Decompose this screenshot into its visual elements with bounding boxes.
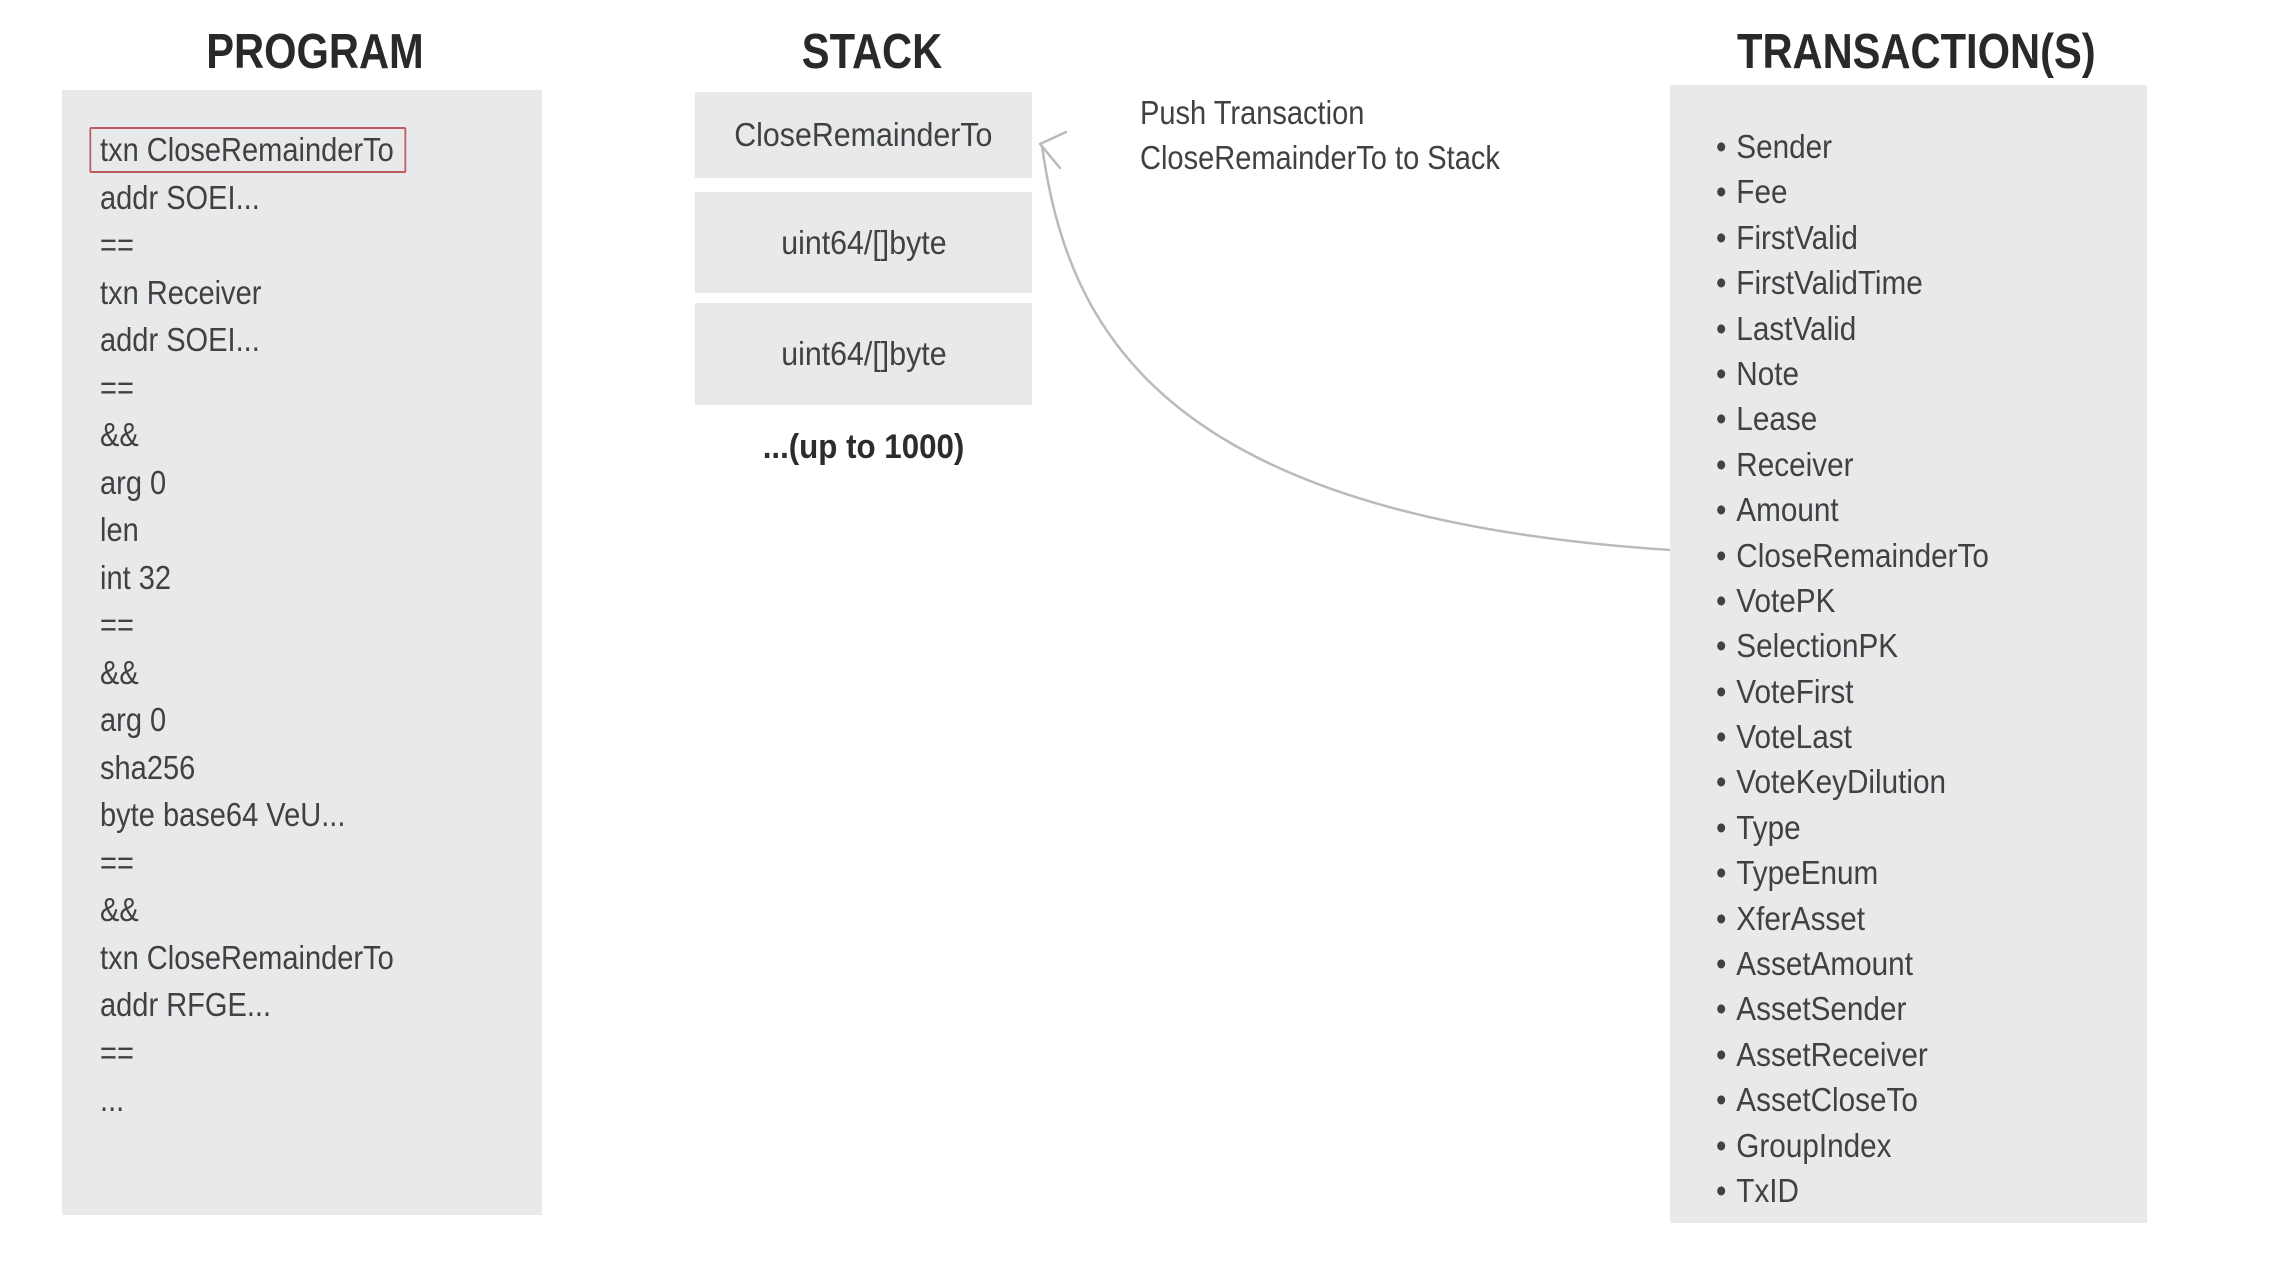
transaction-field-item: VoteKeyDilution (1716, 759, 2104, 804)
transaction-field-item: Sender (1716, 124, 2104, 169)
transaction-field-item: FirstValid (1716, 215, 2104, 260)
program-line-text: addr RFGE... (100, 986, 272, 1023)
transaction-field-item: GroupIndex (1716, 1123, 2104, 1168)
push-annotation-line2: CloseRemainderTo to Stack (1140, 139, 1500, 176)
transaction-field-item: AssetReceiver (1716, 1032, 2104, 1077)
program-line: && (100, 411, 489, 459)
transaction-field-item: Receiver (1716, 442, 2104, 487)
program-line: txn Receiver (100, 269, 489, 317)
transaction-field-item: SelectionPK (1716, 623, 2104, 668)
transaction-field-item: TypeEnum (1716, 850, 2104, 895)
program-line-text: == (100, 226, 134, 263)
stack-column-title: STACK (801, 25, 943, 79)
transaction-field-item: Lease (1716, 396, 2104, 441)
program-line-text: == (100, 606, 134, 643)
push-annotation: Push Transaction CloseRemainderTo to Sta… (1140, 90, 1500, 180)
program-line-text: len (100, 511, 139, 548)
stack-box: uint64/[]byte (695, 192, 1032, 293)
transaction-field-item: CloseRemainderTo (1716, 533, 2104, 578)
program-line-text: addr SOEI... (100, 178, 260, 216)
program-line-text: arg 0 (100, 463, 167, 501)
program-line: addr SOEI... (100, 174, 489, 222)
transaction-field-item: TxID (1716, 1168, 2104, 1213)
transaction-field-item: VoteLast (1716, 714, 2104, 759)
stack-box-label: uint64/[]byte (780, 335, 947, 372)
program-line: ... (100, 1076, 489, 1124)
stack-box-label: CloseRemainderTo (734, 116, 993, 153)
stack-box: CloseRemainderTo (695, 92, 1032, 178)
program-line-text: == (100, 843, 134, 881)
program-line: txn CloseRemainderTo (100, 934, 489, 982)
transaction-field-item: VotePK (1716, 578, 2104, 623)
program-line: == (100, 364, 489, 412)
program-line-text: addr SOEI... (100, 321, 260, 358)
program-panel: txn CloseRemainderTo addr SOEI... == txn… (62, 90, 542, 1215)
program-line: addr SOEI... (100, 316, 489, 364)
program-line-text: && (100, 653, 139, 691)
transactions-column-title: TRANSACTION(S) (1737, 25, 2096, 79)
stack-box: uint64/[]byte (695, 303, 1032, 405)
transaction-field-item: FirstValidTime (1716, 260, 2104, 305)
transaction-field-item: Type (1716, 805, 2104, 850)
push-annotation-line1: Push Transaction (1140, 94, 1365, 131)
program-line: && (100, 649, 489, 697)
program-line: len (100, 506, 489, 554)
transaction-field-item: Fee (1716, 169, 2104, 214)
transaction-field-item: AssetAmount (1716, 941, 2104, 986)
program-line: == (100, 601, 489, 649)
program-line: == (100, 1029, 489, 1077)
program-line-text: && (100, 891, 139, 928)
transaction-field-item: Amount (1716, 487, 2104, 532)
transaction-field-item: AssetCloseTo (1716, 1077, 2104, 1122)
program-line-text: == (100, 368, 134, 406)
transaction-field-item: LastValid (1716, 306, 2104, 351)
program-line: int 32 (100, 554, 489, 602)
program-line: arg 0 (100, 459, 489, 507)
transaction-field-item: XferAsset (1716, 896, 2104, 941)
program-line: == (100, 221, 489, 269)
transactions-panel: SenderFeeFirstValidFirstValidTimeLastVal… (1670, 85, 2147, 1223)
program-line-text: txn CloseRemainderTo (100, 938, 394, 976)
program-line: == (100, 839, 489, 887)
stack-capacity-note: ...(up to 1000) (762, 428, 965, 466)
program-line-text: txn Receiver (100, 273, 262, 311)
program-line: addr RFGE... (100, 981, 489, 1029)
program-line-text: byte base64 VeU... (100, 796, 346, 833)
program-line: byte base64 VeU... (100, 791, 489, 839)
program-line-text: ... (100, 1081, 125, 1118)
program-column-title: PROGRAM (206, 25, 424, 79)
transaction-field-item: VoteFirst (1716, 669, 2104, 714)
program-line: txn CloseRemainderTo (89, 126, 489, 174)
transaction-field-item: Note (1716, 351, 2104, 396)
program-line-text: int 32 (100, 558, 172, 596)
program-line-text: == (100, 1033, 134, 1071)
program-line-text: txn CloseRemainderTo (89, 127, 407, 173)
program-line-text: && (100, 416, 139, 453)
transaction-field-item: AssetSender (1716, 986, 2104, 1031)
program-line: && (100, 886, 489, 934)
program-line-text: sha256 (100, 748, 196, 786)
program-line: arg 0 (100, 696, 489, 744)
program-line-text: arg 0 (100, 701, 167, 738)
program-line: sha256 (100, 744, 489, 792)
stack-box-label: uint64/[]byte (780, 223, 947, 261)
